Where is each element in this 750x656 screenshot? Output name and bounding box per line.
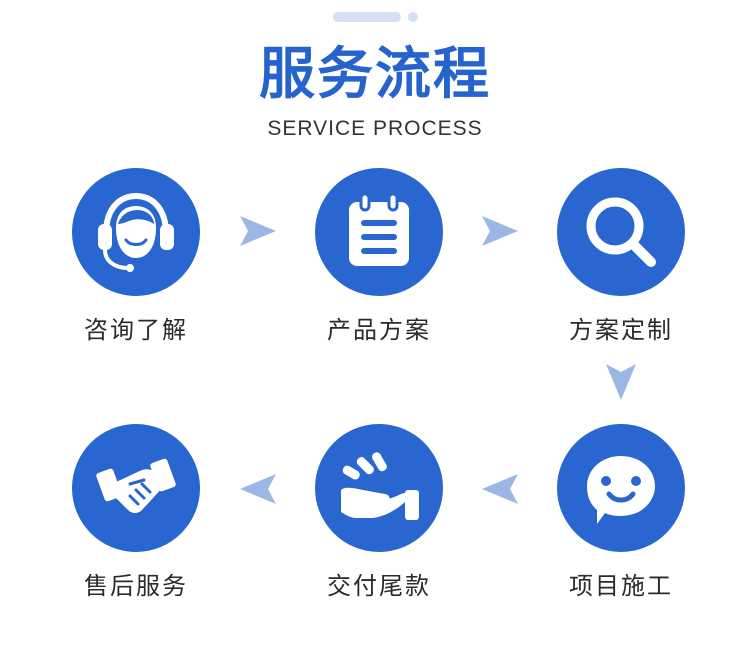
arrow-right-icon bbox=[240, 216, 276, 246]
page-title: 服务流程 bbox=[259, 42, 491, 107]
step-label-customize: 方案定制 bbox=[569, 316, 673, 344]
step-payment-circle bbox=[315, 424, 443, 552]
step-label-aftersales: 售后服务 bbox=[84, 572, 188, 600]
smile-chat-icon bbox=[587, 456, 655, 524]
header-decoration-bar bbox=[333, 12, 401, 22]
magnifier-icon bbox=[586, 197, 656, 267]
arrow-down-icon bbox=[606, 364, 636, 400]
step-label-construction: 项目施工 bbox=[569, 572, 673, 600]
step-label-payment: 交付尾款 bbox=[327, 572, 431, 600]
step-label-plan: 产品方案 bbox=[327, 316, 431, 344]
arrow-right-icon bbox=[482, 216, 518, 246]
arrow-left-icon bbox=[240, 474, 276, 504]
step-plan-circle bbox=[315, 168, 443, 296]
handshake-icon bbox=[96, 458, 176, 513]
page-subtitle: SERVICE PROCESS bbox=[267, 117, 483, 140]
step-label-consult: 咨询了解 bbox=[84, 316, 188, 344]
headset-agent-icon bbox=[98, 192, 174, 272]
step-construction-circle bbox=[557, 424, 685, 552]
hand-coins-icon bbox=[341, 452, 419, 520]
step-aftersales-circle bbox=[72, 424, 200, 552]
arrow-left-icon bbox=[482, 474, 518, 504]
header-decoration-dot bbox=[408, 12, 418, 22]
step-customize-circle bbox=[557, 168, 685, 296]
step-consult-circle bbox=[72, 168, 200, 296]
notepad-icon bbox=[349, 192, 409, 266]
